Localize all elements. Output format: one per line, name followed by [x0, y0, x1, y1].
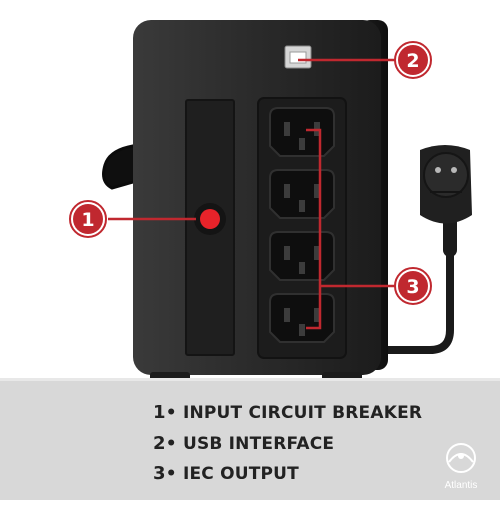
iec-outlet — [269, 231, 335, 281]
iec-outlet — [269, 107, 335, 157]
legend-separator: • — [165, 403, 177, 423]
legend-item-2: 2• USB INTERFACE — [153, 433, 334, 454]
legend-text: IEC OUTPUT — [182, 464, 299, 484]
usb-port — [284, 45, 312, 69]
legend-item-1: 1• INPUT CIRCUIT BREAKER — [153, 402, 422, 423]
callout-number-1: 1 — [81, 209, 94, 231]
circuit-breaker-button — [200, 209, 220, 229]
legend-text: USB INTERFACE — [182, 434, 335, 454]
iec-outlet — [269, 293, 335, 343]
outlets-panel — [257, 97, 347, 359]
callout-badge-3: 3 — [394, 267, 432, 305]
iec-outlet — [269, 169, 335, 219]
legend-number: 1 — [153, 402, 166, 423]
legend-separator: • — [165, 464, 177, 484]
legend-panel — [0, 378, 500, 500]
brand-name: Atlantis — [444, 480, 478, 491]
callout-lines — [108, 58, 396, 330]
schuko-plug — [420, 145, 472, 224]
callout-number-2: 2 — [406, 50, 419, 72]
legend-item-3: 3• IEC OUTPUT — [153, 463, 299, 484]
breaker-panel — [185, 99, 235, 356]
legend-text: INPUT CIRCUIT BREAKER — [182, 403, 423, 423]
callout-badge-1: 1 — [69, 200, 107, 238]
atlantis-logo — [446, 443, 476, 473]
legend-number: 3 — [153, 463, 166, 484]
callout-bracket-3 — [306, 128, 322, 330]
legend-separator: • — [165, 434, 177, 454]
legend-number: 2 — [153, 433, 166, 454]
callout-badge-2: 2 — [394, 41, 432, 79]
callout-number-3: 3 — [406, 276, 419, 298]
power-cord — [380, 145, 472, 354]
